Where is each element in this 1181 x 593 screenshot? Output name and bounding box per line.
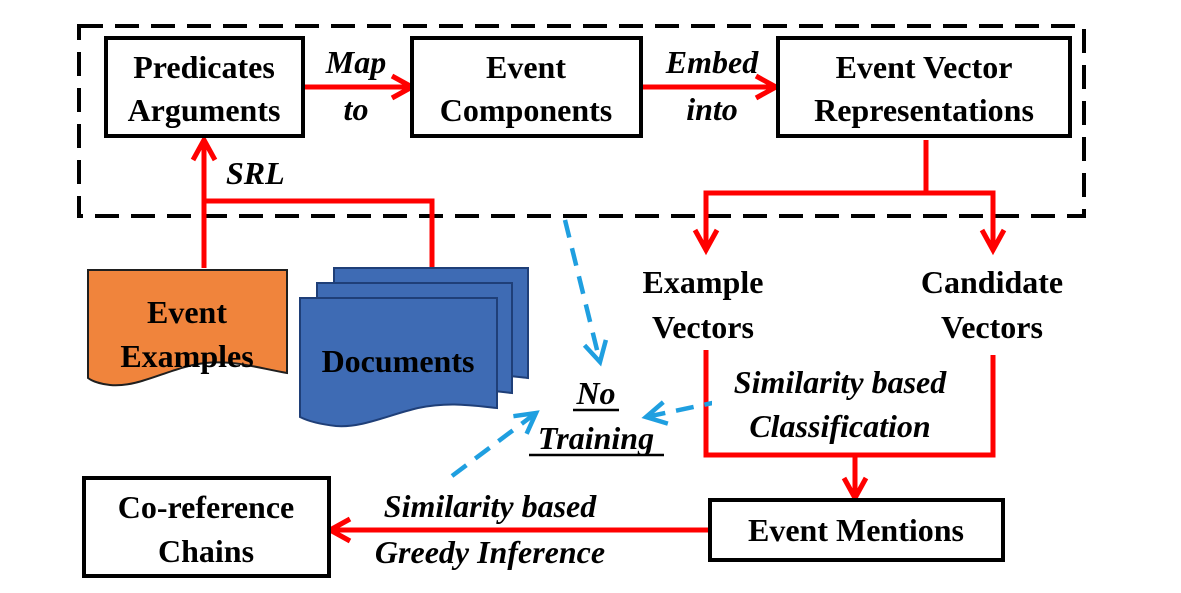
event-components-box: Event Components: [410, 36, 643, 138]
predicates-arguments-line1: Predicates: [133, 49, 275, 85]
predicates-arguments-box: Predicates Arguments: [104, 36, 305, 138]
candidate-vectors-line2: Vectors: [941, 309, 1043, 345]
event-vector-representations-box: Event Vector Representations: [776, 36, 1072, 138]
example-vectors-line2: Vectors: [652, 309, 754, 345]
dashed-arrow-from-classification: [641, 398, 723, 426]
classification-label-backdrop: [712, 364, 970, 446]
map-to-label-line2: to: [344, 91, 369, 127]
event-components-line1: Event: [486, 49, 566, 85]
srl-label: SRL: [226, 155, 285, 191]
coreference-line2: Chains: [158, 533, 254, 569]
event-vector-line1: Event Vector: [836, 49, 1013, 85]
event-mentions-label: Event Mentions: [748, 512, 964, 548]
no-training-arrows: [450, 219, 723, 478]
event-components-line2: Components: [440, 92, 612, 128]
documents-to-srl-line: [204, 198, 435, 268]
flow-arrows: [190, 73, 1007, 544]
similarity-classification-line1: Similarity based: [734, 364, 947, 400]
candidate-vectors-line1: Candidate: [921, 264, 1063, 300]
similarity-greedy-line1: Similarity based: [384, 488, 597, 524]
embedding-stage-frame: [77, 24, 1086, 218]
no-training-line2: Training: [538, 420, 654, 456]
example-vectors-line1: Example: [643, 264, 764, 300]
embed-into-label-line2: into: [686, 91, 738, 127]
event-examples-line2: Examples: [120, 338, 253, 374]
example-to-merge-line: [703, 350, 855, 458]
coreference-chains-box: Co-reference Chains: [82, 476, 331, 578]
no-training-label: No Training: [529, 375, 664, 457]
event-vector-line2: Representations: [814, 92, 1034, 128]
similarity-classification-line2: Classification: [749, 408, 930, 444]
arrow-to-candidate-vectors: [926, 190, 1007, 256]
embed-into-label-line1: Embed: [665, 44, 759, 80]
event-examples-line1: Event: [147, 294, 227, 330]
documents-stack: Documents: [299, 267, 529, 428]
event-examples-document: Event Examples: [87, 269, 288, 387]
coreference-line1: Co-reference: [118, 489, 294, 525]
predicates-arguments-line2: Arguments: [128, 92, 281, 128]
dashed-arrow-from-frame: [562, 219, 609, 367]
documents-label: Documents: [322, 343, 475, 379]
map-to-label-line1: Map: [325, 44, 386, 80]
arrow-to-example-vectors: [692, 140, 929, 256]
similarity-greedy-line2: Greedy Inference: [375, 534, 605, 570]
no-training-line1: No: [575, 375, 615, 411]
event-mentions-box: Event Mentions: [708, 498, 1005, 562]
dashed-arrow-from-inference: [450, 410, 540, 478]
candidate-to-merge-line: [855, 355, 996, 458]
